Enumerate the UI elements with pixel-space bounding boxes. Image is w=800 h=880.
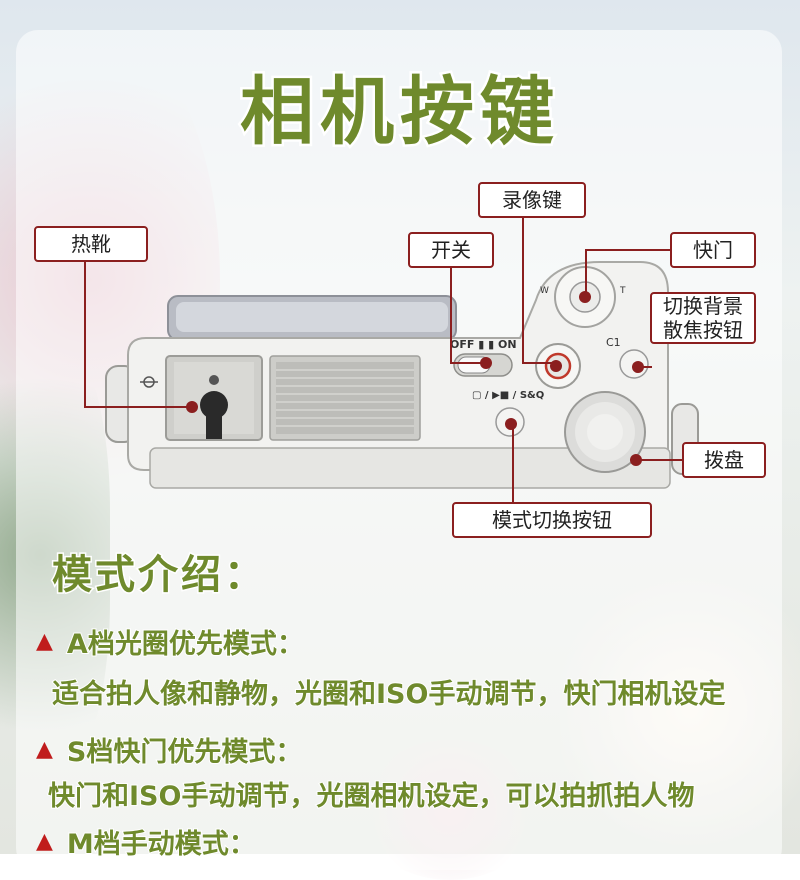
record-line-v xyxy=(522,216,524,362)
w-marking: W xyxy=(540,286,549,296)
hot-shoe-line-v xyxy=(84,262,86,408)
camera-illustration xyxy=(105,261,699,489)
t-marking: T xyxy=(620,286,626,296)
label-record-button: 录像键 xyxy=(478,182,586,218)
camera-front-strip xyxy=(149,447,671,489)
label-dial: 拨盘 xyxy=(682,442,766,478)
triangle-bullet-icon: ▲ xyxy=(36,737,53,762)
mode-m-title: M档手动模式： xyxy=(66,828,257,861)
label-shutter: 快门 xyxy=(670,232,756,268)
mode-a-title: A档光圈优先模式： xyxy=(66,628,305,661)
hot-shoe-line-h xyxy=(84,406,192,408)
record-dot xyxy=(550,360,562,372)
mode-s-heading: ▲ S档快门优先模式： xyxy=(36,730,303,769)
mode-a-heading: ▲ A档光圈优先模式： xyxy=(36,622,305,661)
mode-line-v xyxy=(512,426,514,502)
off-on-marking: OFF ▮ ▮ ON xyxy=(450,338,517,351)
bokeh-line-h xyxy=(638,366,652,368)
label-hot-shoe: 热靴 xyxy=(34,226,148,262)
shutter-line-v xyxy=(585,250,587,298)
mode-m-heading: ▲ M档手动模式： xyxy=(36,822,257,861)
record-line-h xyxy=(522,362,554,364)
mode-s-title: S档快门优先模式： xyxy=(66,736,303,769)
c1-marking: C1 xyxy=(606,336,621,349)
label-mode-button: 模式切换按钮 xyxy=(452,502,652,538)
label-bokeh-line1: 切换背景 xyxy=(663,294,743,318)
label-bokeh-button: 切换背景 散焦按钮 xyxy=(650,292,756,344)
mode-a-description: 适合拍人像和静物，光圈和ISO手动调节，快门相机设定 xyxy=(51,678,726,711)
dial-line-h xyxy=(636,459,682,461)
shutter-line-h xyxy=(585,249,671,251)
shutter-dot xyxy=(579,291,591,303)
dial-dot xyxy=(630,454,642,466)
triangle-bullet-icon: ▲ xyxy=(36,629,53,654)
mode-marking: ▢ / ▶■ / S&Q xyxy=(472,390,545,401)
section-title: 模式介绍： xyxy=(51,551,267,600)
power-line-v xyxy=(450,268,452,364)
label-bokeh-line2: 散焦按钮 xyxy=(663,318,743,342)
hot-shoe-dot xyxy=(186,401,198,413)
page-title: 相机按键 xyxy=(238,67,560,158)
bokeh-dot xyxy=(632,361,644,373)
label-power-switch: 开关 xyxy=(408,232,494,268)
triangle-bullet-icon: ▲ xyxy=(36,829,53,854)
mode-s-description: 快门和ISO手动调节，光圈相机设定，可以拍抓拍人物 xyxy=(47,780,695,813)
power-dot xyxy=(480,357,492,369)
power-line-h xyxy=(450,362,486,364)
mode-dot xyxy=(505,418,517,430)
